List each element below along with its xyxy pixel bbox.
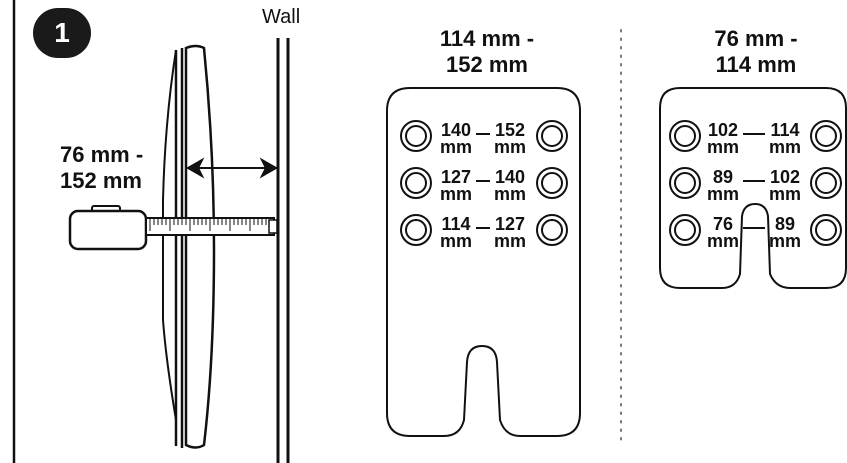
mounting-hole (541, 125, 563, 147)
mounting-hole (815, 172, 837, 194)
hole-value: 102 (707, 120, 739, 140)
hole-value: 76 (712, 214, 734, 234)
hole-unit: mm (439, 184, 472, 205)
mounting-hole (674, 172, 696, 194)
hole-value: 114 (441, 214, 471, 234)
mounting-hole (674, 125, 696, 147)
mounting-hole (669, 167, 701, 199)
template-large-heading: 114 mm - 152 mm (414, 26, 560, 78)
template-card-small (659, 87, 847, 289)
mounting-hole (669, 120, 701, 152)
template-large-heading-line2: 152 mm (446, 51, 528, 77)
hole-unit: mm (706, 231, 739, 252)
mounting-hole (810, 167, 842, 199)
hole-value: 114 (770, 120, 800, 140)
hole-value: 89 (712, 167, 734, 187)
hole-unit: mm (706, 137, 739, 158)
hole-value: 127 (440, 167, 472, 187)
distance-label: 76 mm - 152 mm (60, 142, 143, 194)
mounting-hole (536, 214, 568, 246)
mounting-hole (405, 172, 427, 194)
tape-measure (68, 205, 278, 251)
distance-label-line2: 152 mm (60, 167, 142, 193)
hole-unit: mm (493, 231, 526, 252)
mounting-hole (541, 172, 563, 194)
mounting-hole (405, 125, 427, 147)
mounting-hole (536, 120, 568, 152)
template-card-large (386, 87, 581, 437)
hole-value: 102 (769, 167, 801, 187)
mounting-hole (810, 214, 842, 246)
mounting-hole (400, 167, 432, 199)
hole-unit: mm (439, 231, 472, 252)
mounting-hole (400, 214, 432, 246)
template-small-heading-line2: 114 mm (715, 51, 797, 77)
step-number-badge: 1 (33, 8, 91, 58)
hole-value: 89 (774, 214, 796, 234)
wall (276, 38, 290, 463)
wall-label: Wall (262, 6, 301, 28)
hole-value: 140 (494, 167, 526, 187)
mounting-hole (405, 219, 427, 241)
mounting-hole (536, 167, 568, 199)
hole-unit: mm (768, 137, 801, 158)
mounting-hole (674, 219, 696, 241)
mounting-hole (541, 219, 563, 241)
hole-value: 140 (440, 120, 472, 140)
hole-unit: mm (768, 184, 801, 205)
mounting-hole (400, 120, 432, 152)
hole-value: 127 (494, 214, 526, 234)
mounting-hole (810, 120, 842, 152)
hole-unit: mm (439, 137, 472, 158)
hole-unit: mm (493, 137, 526, 158)
mounting-hole (815, 219, 837, 241)
template-large-heading-line1: 114 mm - (439, 26, 535, 51)
distance-arrow (185, 157, 279, 179)
distance-label-line1: 76 mm - (60, 142, 144, 167)
hole-value: 152 (494, 120, 526, 140)
template-small-heading: 76 mm - 114 mm (683, 26, 829, 78)
template-small-heading-line1: 76 mm - (714, 26, 798, 51)
hole-unit: mm (768, 231, 801, 252)
monitor-side-profile (162, 44, 216, 449)
mounting-hole (815, 125, 837, 147)
mounting-hole (669, 214, 701, 246)
hole-unit: mm (493, 184, 526, 205)
hole-unit: mm (706, 184, 739, 205)
